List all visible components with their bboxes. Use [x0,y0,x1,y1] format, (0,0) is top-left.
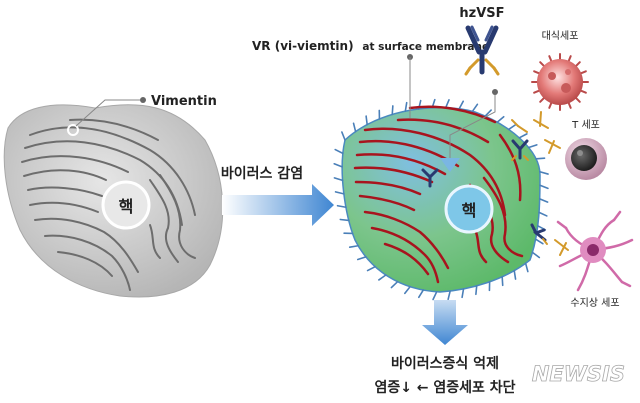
receptor-spike [484,109,492,117]
receptor-spike [333,177,344,182]
receptor-spike [390,280,399,289]
receptor-spike [458,100,465,110]
receptor-spike [539,170,549,175]
receptor-spike [334,148,344,155]
vr-label-sub: at surface membrane [362,41,489,53]
receptor-spike [348,244,359,249]
macrophage: 대식세포 [531,30,589,111]
bound-antibody-inner [421,168,439,188]
receptor-spike [447,290,451,301]
dendritic-label: 수지상 세포 [570,297,619,309]
vimentin-fibers-gray [21,118,196,291]
infection-arrow-shape [222,184,334,226]
macrophage-spot [565,69,571,75]
receptor-spike [538,198,549,203]
receptor-spike [341,131,346,141]
receptor-spike [518,133,528,139]
receptor-spike [417,289,425,299]
receptor-spike [534,238,544,245]
macrophage-body [537,59,583,105]
result-arrow-shape [422,300,468,345]
receptor-spike [538,211,548,217]
receptor-spike [496,115,505,124]
nucleus-left [101,180,151,230]
result-arrow [422,300,468,345]
receptor-spike [535,157,546,160]
hzvsf-antibody: hzVSF [459,6,505,76]
t-cell-highlight [577,150,583,156]
infection-arrow: 바이러스 감염 [221,165,334,226]
receptor-spike [366,265,376,272]
vimentin-leader-dot [140,97,146,103]
dendritic-cell: 수지상 세포 [556,210,634,309]
newsis-watermark: NEWSIS [532,362,625,386]
receptor-spike [333,162,343,168]
vr-label-main: VR (vi-viemtin) [252,39,354,53]
edge-antibody-low [530,223,548,245]
hzvsf-label: hzVSF [459,6,504,21]
surface-receptors [333,98,549,301]
dendritic-nucleus [587,244,599,256]
vr-label: VR (vi-viemtin) at surface membrane [252,39,489,53]
macrophage-spot [548,72,556,80]
receptor-spike [432,290,438,301]
receptor-spike [513,269,517,280]
receptor-spike [352,122,357,133]
nucleus-left-label: 핵 [119,197,134,216]
receptor-spike [507,123,517,131]
vimentin-label: Vimentin [151,94,217,109]
vimentin-leader-line [75,99,140,127]
hzvsf-leader-line [449,92,496,160]
result-line-1: 바이러스증식 억제 [391,355,499,372]
edge-antibody-top [511,119,528,133]
receptor-spike [404,285,411,295]
receptor-spike [501,275,504,287]
macrophage-spot [561,83,571,93]
t-cell: T 세포 [565,119,607,180]
infected-cell: 핵 VR (vi-viemtin) at surface membrane [252,39,549,301]
result-line-2: 염증↓ ← 염증세포 차단 [374,379,515,396]
receptor-spike [524,262,529,273]
nucleus-right [444,184,494,234]
t-cell-label: T 세포 [571,119,600,131]
edge-antibody-mid [511,139,529,161]
t-cell-nucleus [571,145,597,171]
receptor-spike [356,256,367,261]
blocking-bars [533,111,569,256]
receptor-spike [404,101,408,112]
normal-cell: 핵 Vimentin [3,94,224,298]
receptor-spike [334,191,345,195]
receptor-spike [378,274,387,281]
hzvsf-leader-dot [492,89,498,95]
vimentin-marker [67,124,79,136]
receptor-spike [336,204,347,209]
infection-label: 바이러스 감염 [221,165,303,182]
receptor-spike [471,103,479,113]
receptor-spike [539,184,549,190]
receptor-spike [461,288,465,299]
receptor-spike [339,218,350,222]
infected-cell-body [341,106,541,293]
macrophage-label: 대식세포 [542,30,579,42]
hzvsf-pointer-arrow [440,158,460,172]
receptor-spike [365,115,368,126]
receptor-spike [475,285,478,296]
receptor-spike [531,251,541,259]
receptor-spike [391,105,394,116]
nucleus-right-label: 핵 [462,201,477,220]
receptor-spike [527,144,538,149]
